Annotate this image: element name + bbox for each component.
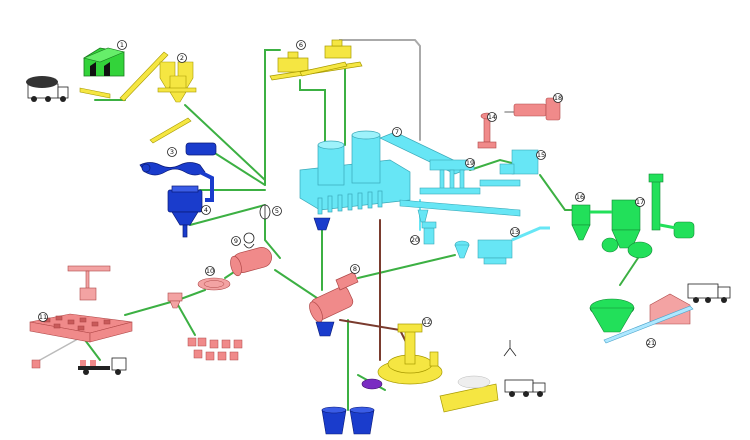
blue-bowl-12	[361, 378, 383, 390]
pink-building-21	[603, 293, 694, 344]
svg-text:5: 5	[275, 207, 279, 215]
svg-text:13: 13	[511, 228, 519, 236]
shot-blast-8	[309, 271, 359, 323]
cyan-unit-20	[421, 221, 437, 245]
svg-text:11: 11	[39, 313, 47, 321]
svg-text:10: 10	[206, 267, 214, 275]
green-flow-line-17-21	[619, 254, 641, 286]
rotary-table-12	[377, 323, 499, 413]
hoppers	[157, 61, 197, 103]
callout-9: 9	[231, 236, 241, 246]
blue-dryer-unit	[139, 142, 217, 238]
callout-11: 11	[38, 312, 48, 322]
svg-text:3: 3	[170, 148, 174, 156]
callout-4: 4	[201, 205, 211, 215]
svg-text:21: 21	[647, 339, 655, 347]
callout-6: 6	[296, 40, 306, 50]
separator-5	[259, 204, 271, 220]
green-flow-line-11-truck	[84, 339, 101, 361]
truck-right	[687, 283, 731, 303]
svg-text:16: 16	[576, 193, 584, 201]
svg-text:4: 4	[204, 206, 208, 214]
casting-small	[31, 359, 41, 369]
blue-bucket-8	[315, 321, 335, 337]
grey-flow-line	[339, 39, 421, 141]
callout-19: 19	[465, 158, 475, 168]
svg-text:8: 8	[353, 265, 357, 273]
callout-15: 15	[536, 150, 546, 160]
callout-16: 16	[575, 192, 585, 202]
green-flow-line-4-5b	[189, 204, 266, 226]
mold-boxes-11	[29, 313, 133, 343]
main-molding-line	[299, 130, 471, 215]
callout-5: 5	[272, 206, 282, 216]
flow-lines	[39, 39, 641, 411]
svg-text:12: 12	[423, 318, 431, 326]
svg-text:15: 15	[537, 151, 545, 159]
green-flow-line-15-16	[539, 174, 576, 211]
svg-text:7: 7	[395, 128, 399, 136]
svg-text:18: 18	[554, 94, 562, 102]
top-feeders	[269, 39, 363, 81]
green-flow-line-10-branch	[124, 289, 206, 316]
blue-buckets-bottom	[321, 406, 375, 435]
callout-20: 20	[410, 235, 420, 245]
callout-18: 18	[553, 93, 563, 103]
callout-13: 13	[510, 227, 520, 237]
green-sand-plant	[571, 173, 695, 259]
callout-10: 10	[205, 266, 215, 276]
hopper-10-branch	[167, 292, 183, 309]
green-flow-line-5-9	[264, 214, 281, 259]
blue-bucket-7	[313, 217, 331, 231]
callout-2: 2	[177, 53, 187, 63]
svg-text:6: 6	[299, 41, 303, 49]
overhead-crane	[67, 265, 111, 301]
callout-8: 8	[350, 264, 360, 274]
truck-bottom	[504, 379, 546, 397]
svg-text:20: 20	[411, 236, 419, 244]
green-flow-line-9-8	[274, 269, 321, 301]
svg-text:17: 17	[636, 198, 644, 206]
svg-text:14: 14	[488, 113, 496, 121]
flatbed-truck	[78, 357, 127, 375]
yellow-feed-line-7a	[299, 79, 326, 146]
svg-text:1: 1	[120, 41, 124, 49]
green-silo-21	[589, 298, 635, 333]
salmon-drum-9	[230, 247, 273, 277]
callout-17: 17	[635, 197, 645, 207]
shakeout-grid-10	[197, 277, 231, 291]
green-flow-line-2-5	[184, 104, 266, 181]
callout-1: 1	[117, 40, 127, 50]
grab-bucket	[457, 340, 517, 389]
raw-material-shed	[83, 47, 125, 77]
green-flow-line-8-13	[357, 254, 456, 279]
conveyor-3	[149, 117, 192, 144]
dump-truck-left	[26, 76, 69, 102]
callout-3: 3	[167, 147, 177, 157]
callout-7: 7	[392, 127, 402, 137]
callout-12: 12	[422, 317, 432, 327]
ladle-9	[243, 232, 255, 249]
conveyor-1	[79, 51, 169, 102]
green-flow-line-5-6	[264, 49, 281, 186]
green-flow-line-3-5	[209, 149, 266, 186]
cyan-separator-13	[454, 226, 550, 265]
castings-pile	[187, 337, 243, 361]
pink-dust-system	[477, 97, 561, 149]
callout-14: 14	[487, 112, 497, 122]
cyan-right-line	[399, 149, 539, 223]
green-flow-line-branch-down	[177, 304, 196, 336]
callout-21: 21	[646, 338, 656, 348]
svg-text:9: 9	[234, 237, 238, 245]
svg-text:2: 2	[180, 54, 184, 62]
svg-text:19: 19	[466, 159, 474, 167]
